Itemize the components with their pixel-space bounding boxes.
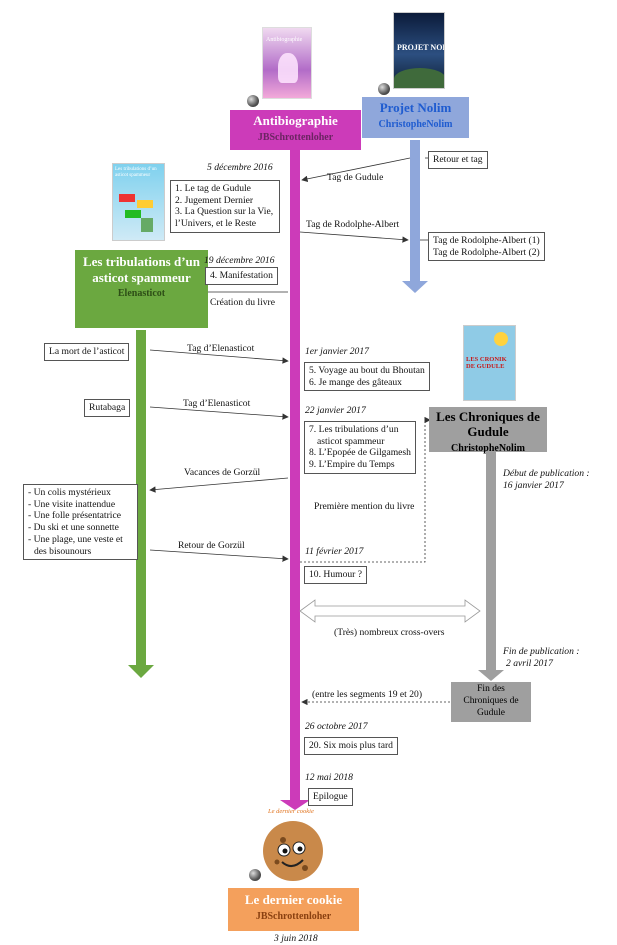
label-tag-gudule: Tag de Gudule <box>327 172 384 183</box>
nolim-title: Projet Nolim <box>379 100 452 115</box>
cookie-cover-title: Le dernier cookie <box>268 808 314 815</box>
lego-bricks-icon <box>119 194 159 234</box>
antibio-ball <box>247 95 259 107</box>
gudule-end-date: 2 avril 2017 <box>506 658 553 669</box>
label-tag-elenasticot-1: Tag d’Elenasticot <box>187 343 255 354</box>
asticot-node: Les tribulations d’un asticot spammeur E… <box>75 250 208 328</box>
arrow-premiere-mention <box>300 416 431 563</box>
label-premiere-mention: Première mention du livre <box>314 501 415 512</box>
antibio-node: Antibiographie JBSchrottenloher <box>230 110 361 150</box>
label-vacances: Vacances de Gorzül <box>184 467 261 478</box>
firework-icon <box>494 332 508 346</box>
date-5-dec-2016: 5 décembre 2016 <box>207 162 273 173</box>
asticot-timeline <box>128 330 154 678</box>
date-11-feb-2017: 11 février 2017 <box>305 546 364 557</box>
nolim-author: ChristopheNolim <box>378 119 453 130</box>
label-entre-segments: (entre les segments 19 et 20) <box>312 689 423 700</box>
asticot-title: Les tribulations d’un asticot spammeur <box>82 254 201 285</box>
fin-gudule-box: Fin des Chroniques de Gudule <box>451 682 531 722</box>
gudule-start-label: Début de publication : <box>503 468 590 479</box>
label-retour-gorzul: Retour de Gorzül <box>178 540 245 551</box>
label-crossovers: (Très) nombreux cross-overs <box>334 627 445 638</box>
antibio-cover: Antibiographie <box>262 27 312 99</box>
antibio-segments-1-3: 1. Le tag de Gudule 2. Jugement Dernier … <box>170 180 280 233</box>
nolim-ball <box>378 83 390 95</box>
rodolphe-box: Tag de Rodolphe-Albert (1) Tag de Rodolp… <box>428 232 545 262</box>
date-26-oct-2017: 26 octobre 2017 <box>305 721 368 732</box>
arrow-retour-gorzul <box>149 549 289 562</box>
six-mois-box: 20. Six mois plus tard <box>304 737 398 755</box>
gudule-author: ChristopheNolim <box>451 442 525 454</box>
manifestation-box: 4. Manifestation <box>205 267 278 285</box>
rutabaga-box: Rutabaga <box>84 399 131 417</box>
cookie-author: JBSchrottenloher <box>255 911 332 922</box>
gudule-start-date: 16 janvier 2017 <box>503 480 564 491</box>
nolim-cover: PROJET NOLIM <box>393 12 445 89</box>
bhoutan-box: 5. Voyage au bout du Bhoutan 6. Je mange… <box>304 362 430 392</box>
arrow-tag-rodolphe <box>299 231 409 243</box>
antibio-title: Antibiographie <box>253 113 338 128</box>
retour-tag-box: Retour et tag <box>428 151 488 169</box>
mort-asticot-box: La mort de l’asticot <box>44 343 130 361</box>
cookie-face-icon <box>263 821 323 881</box>
date-12-may-2018: 12 mai 2018 <box>305 772 353 783</box>
gudule-node: Les Chroniques de Gudule ChristopheNolim <box>429 407 547 454</box>
asticot-author: Elenasticot <box>117 288 166 300</box>
date-22-jan-2017: 22 janvier 2017 <box>305 405 366 416</box>
epilogue-box: Epilogue <box>308 788 353 806</box>
colis-box: - Un colis mystérieux - Une visite inatt… <box>23 484 138 561</box>
gudule-cover: LES CRONIK DE GUDULE <box>463 325 516 401</box>
gudule-end-label: Fin de publication : <box>503 646 580 657</box>
antibio-author: JBSchrottenloher <box>257 132 334 143</box>
label-tag-rodolphe: Tag de Rodolphe-Albert <box>306 219 400 230</box>
date-19-dec-2016: 19 décembre 2016 <box>204 255 275 266</box>
cookie-node: Le dernier cookie JBSchrottenloher <box>228 888 359 931</box>
crossovers-double-arrow <box>299 599 481 623</box>
antibio-timeline <box>280 150 310 810</box>
arrow-tag-gudule <box>301 157 411 183</box>
label-tag-elenasticot-2: Tag d’Elenasticot <box>183 398 251 409</box>
cookie-ball <box>249 869 261 881</box>
tribulations-box: 7. Les tribulations d’un asticot spammeu… <box>304 421 416 474</box>
arrow-tag-elen2 <box>149 406 289 420</box>
date-3-jun-2018: 3 juin 2018 <box>274 933 318 944</box>
night-sky-icon <box>394 68 444 88</box>
asticot-cover: Les tribulations d’un asticot spammeur <box>112 163 165 241</box>
arrow-tag-elen1 <box>149 349 289 364</box>
nolim-timeline <box>402 140 428 293</box>
meditation-figure-icon <box>278 53 298 83</box>
gudule-timeline <box>478 450 504 681</box>
cookie-title: Le dernier cookie <box>244 892 343 907</box>
label-creation: Création du livre <box>210 297 276 308</box>
humour-box: 10. Humour ? <box>304 566 368 584</box>
arrow-vacances <box>149 477 289 493</box>
date-1-jan-2017: 1er janvier 2017 <box>305 346 369 357</box>
gudule-title: Les Chroniques de Gudule <box>436 409 540 439</box>
nolim-node: Projet Nolim ChristopheNolim <box>362 97 469 138</box>
